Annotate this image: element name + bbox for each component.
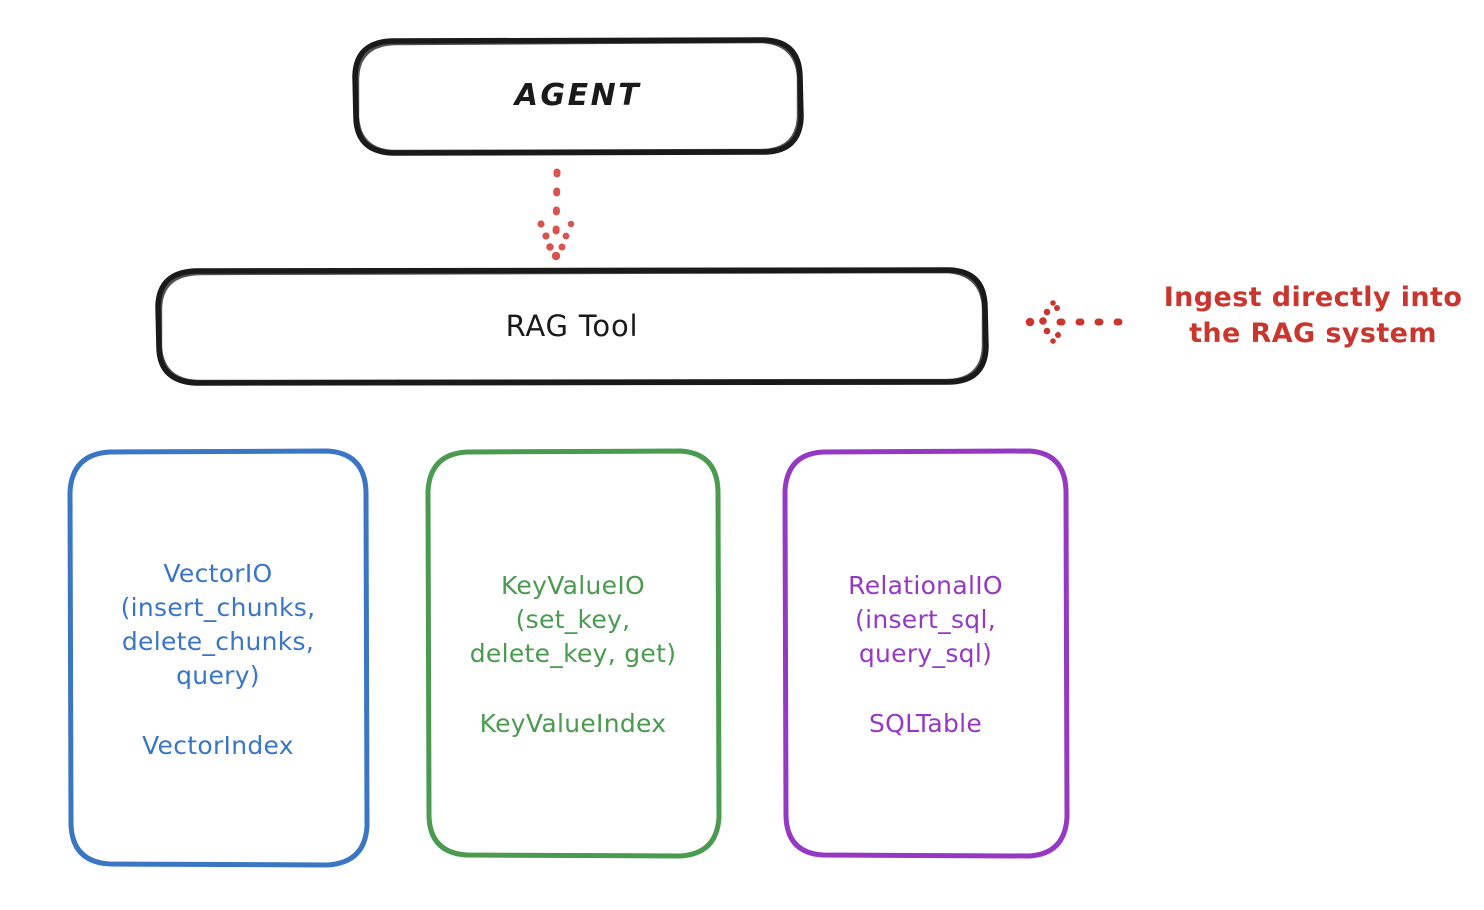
sql-table-label: SQLTable [868,708,983,738]
agent-box-outline-sketch [356,40,800,153]
agent-box-outline [352,37,804,156]
vector-io-box-outline [67,448,370,868]
vector-io-label: VectorIO (insert_chunks, delete_chunks, … [120,558,316,690]
node-agent[interactable]: AGENT [355,40,801,153]
rag-tool-box-outline [155,267,989,386]
node-vector-io[interactable]: VectorIO (insert_chunks, delete_chunks, … [70,450,366,866]
rag-tool-box-outline-sketch [159,270,985,383]
ingest-annotation-text: Ingest directly into the RAG system [1163,282,1463,349]
node-rag-tool[interactable]: RAG Tool [158,270,986,383]
agent-to-rag-connector [537,168,575,261]
relational-io-label: RelationalIO (insert_sql, query_sql) [848,570,1003,668]
key-value-io-label: KeyValueIO (set_key, delete_key, get) [469,570,677,668]
vector-index-label: VectorIndex [142,730,294,760]
relational-io-box-outline [782,448,1070,859]
key-value-index-label: KeyValueIndex [479,708,667,738]
node-key-value-io[interactable]: KeyValueIO (set_key, delete_key, get) Ke… [428,450,718,856]
key-value-io-box-outline [425,448,722,859]
node-relational-io[interactable]: RelationalIO (insert_sql, query_sql) SQL… [785,450,1066,856]
agent-label: AGENT [514,78,642,114]
ingest-arrow-connector [1025,300,1140,344]
rag-tool-label: RAG Tool [505,309,639,344]
